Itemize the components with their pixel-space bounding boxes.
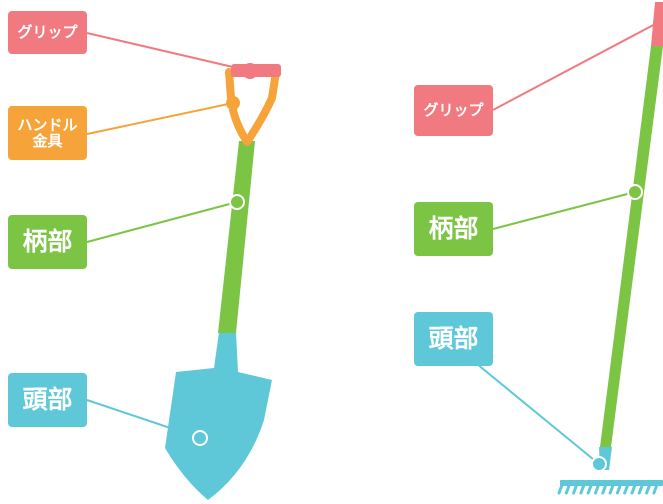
shovel-shaft <box>218 141 255 333</box>
shovel-shaft-dot <box>229 194 245 210</box>
shovel-head-label: 頭部 <box>8 373 87 427</box>
rake-tine <box>572 483 579 495</box>
rake-tine <box>645 483 652 495</box>
shovel-shaft-label: 柄部 <box>8 215 87 269</box>
shovel-grip-label: グリップ <box>8 11 87 54</box>
shovel-blade <box>165 332 272 500</box>
shovel-illustration <box>86 32 281 500</box>
rake-tine <box>557 483 564 495</box>
rake-tine <box>601 483 608 495</box>
rake-illustration <box>476 2 663 495</box>
rake-tine <box>623 483 630 495</box>
rake-tine <box>564 483 571 495</box>
shovel-grip-dot <box>242 63 258 79</box>
rake-tine <box>615 483 622 495</box>
shovel-handle-fitting-label: ハンドル 金具 <box>8 106 87 160</box>
rake-tine <box>630 483 637 495</box>
rake-tine <box>586 483 593 495</box>
rake-grip-dot <box>653 16 663 28</box>
shovel-head-dot <box>192 430 208 446</box>
rake-tine <box>637 483 644 495</box>
shovel-fitting-dot <box>226 96 240 110</box>
rake-grip-label: グリップ <box>414 85 493 136</box>
rake-head <box>557 447 663 495</box>
rake-head-label: 頭部 <box>414 312 493 366</box>
rake-head-dot <box>591 456 607 472</box>
rake-tine <box>594 483 600 495</box>
rake-tine <box>652 483 659 495</box>
rake-tine <box>608 483 615 495</box>
rake-tine <box>579 483 586 495</box>
rake-shaft <box>600 46 663 447</box>
rake-shaft-dot <box>627 184 643 200</box>
rake-shaft-label: 柄部 <box>414 202 493 256</box>
